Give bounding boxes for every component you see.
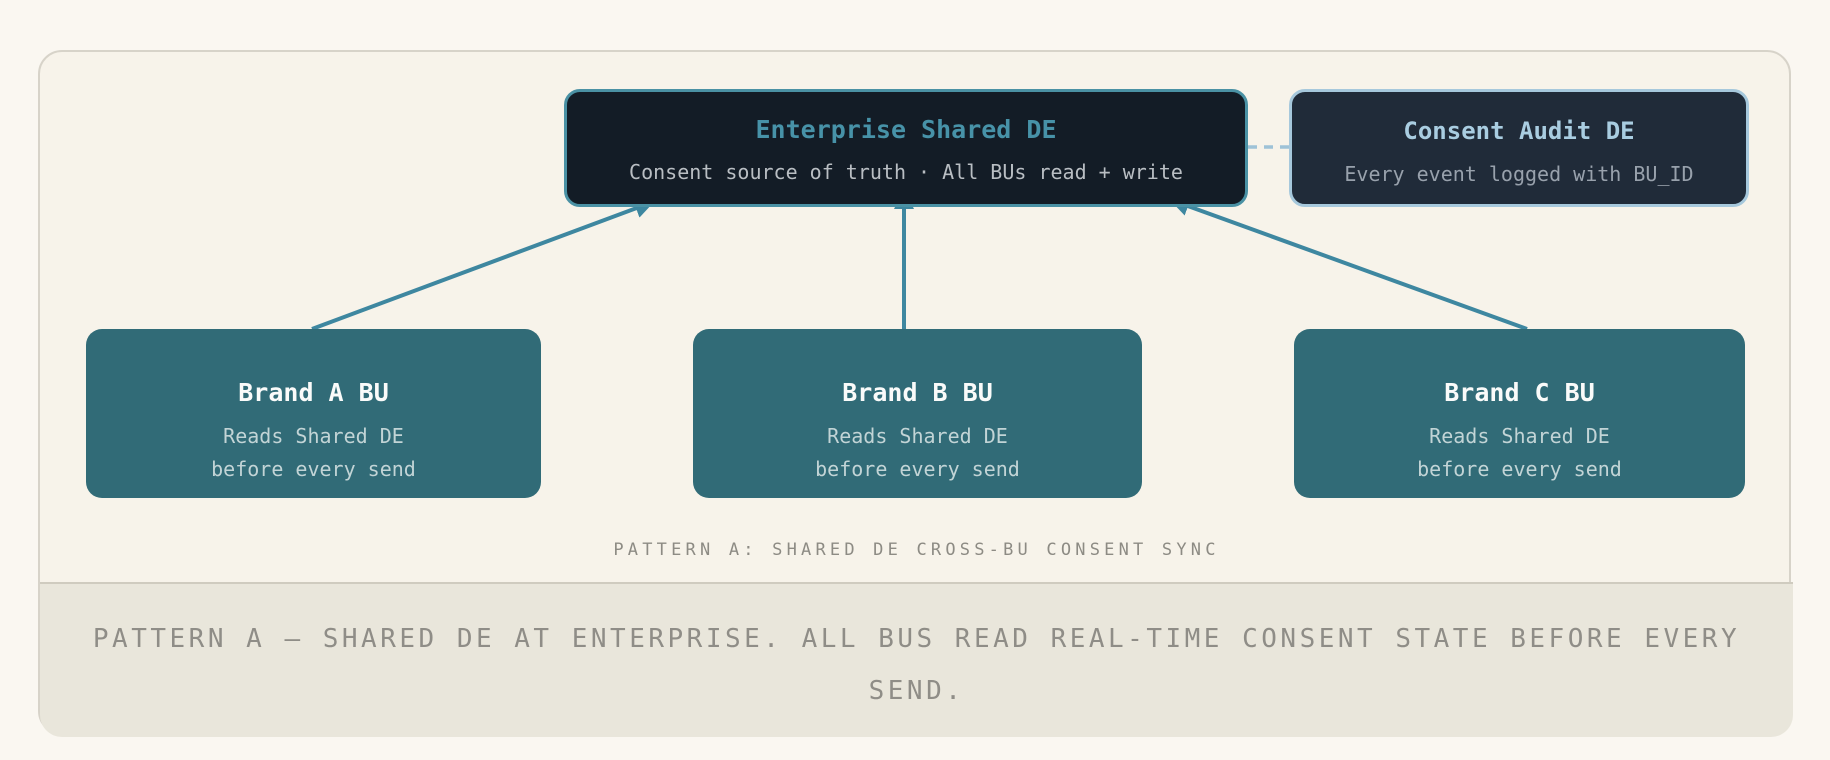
node-consent-audit-de: Consent Audit DE Every event logged with… xyxy=(1289,89,1749,207)
footer-bar: PATTERN A — SHARED DE AT ENTERPRISE. ALL… xyxy=(40,582,1793,737)
diagram-caption: PATTERN A: SHARED DE CROSS-BU CONSENT SY… xyxy=(613,540,1220,560)
node-brand-c-bu: Brand C BU Reads Shared DE before every … xyxy=(1294,329,1745,498)
brand-b-node-subtitle-line1: Reads Shared DE xyxy=(827,424,1008,448)
diagram-area: Enterprise Shared DE Consent source of t… xyxy=(40,52,1793,582)
node-brand-b-bu: Brand B BU Reads Shared DE before every … xyxy=(693,329,1142,498)
enterprise-node-subtitle: Consent source of truth · All BUs read +… xyxy=(629,160,1183,184)
brand-a-node-title: Brand A BU xyxy=(238,378,389,407)
brand-b-node-subtitle-line2: before every send xyxy=(815,457,1020,481)
brand-c-node-title: Brand C BU xyxy=(1444,378,1595,407)
diagram-edges xyxy=(311,145,1528,331)
node-brand-a-bu: Brand A BU Reads Shared DE before every … xyxy=(86,329,541,498)
brand-a-node-subtitle-line1: Reads Shared DE xyxy=(223,424,404,448)
brand-a-node-subtitle-line2: before every send xyxy=(211,457,416,481)
brand-c-node-subtitle-line1: Reads Shared DE xyxy=(1429,424,1610,448)
arrow-brand-c-to-enterprise xyxy=(1169,196,1528,331)
footer-text: PATTERN A — SHARED DE AT ENTERPRISE. ALL… xyxy=(92,624,1741,706)
diagram-card: Enterprise Shared DE Consent source of t… xyxy=(38,50,1793,737)
audit-node-subtitle: Every event logged with BU_ID xyxy=(1344,162,1694,186)
brand-b-node-title: Brand B BU xyxy=(842,378,993,407)
node-enterprise-shared-de: Enterprise Shared DE Consent source of t… xyxy=(564,89,1248,207)
enterprise-node-title: Enterprise Shared DE xyxy=(755,115,1057,144)
brand-c-node-subtitle-line2: before every send xyxy=(1417,457,1622,481)
audit-node-title: Consent Audit DE xyxy=(1403,117,1635,145)
arrow-brand-a-to-enterprise xyxy=(311,198,655,331)
